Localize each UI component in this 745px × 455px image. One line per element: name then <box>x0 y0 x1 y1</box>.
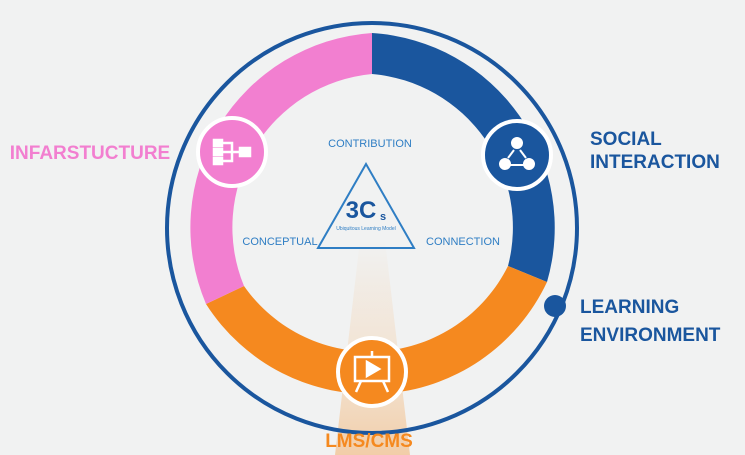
conceptual-label: CONCEPTUAL <box>242 236 317 248</box>
center-model: 3C s Ubiquitous Learning Model CONTRIBUT… <box>242 138 500 249</box>
model-subtitle: Ubiquitous Learning Model <box>336 226 395 232</box>
lms-node[interactable] <box>336 336 408 408</box>
logo-3c-sub: s <box>380 211 386 223</box>
people-network-icon <box>499 137 535 170</box>
contribution-label: CONTRIBUTION <box>328 138 412 150</box>
infrastructure-label: INFARSTUCTURE <box>10 143 170 164</box>
center-triangle <box>316 161 416 249</box>
learning-label-line2: ENVIRONMENT <box>580 325 721 346</box>
lms-label: LMS/CMS <box>325 431 413 452</box>
connection-label: CONNECTION <box>426 236 500 248</box>
infrastructure-node[interactable] <box>196 116 268 188</box>
social-label-line2: INTERACTION <box>590 152 720 173</box>
presentation-board-icon <box>353 351 391 393</box>
segment-lms <box>206 266 547 395</box>
network-hierarchy-icon <box>212 138 252 166</box>
learning-label-line1: LEARNING <box>580 297 679 318</box>
outer-ring <box>165 21 579 435</box>
social-node[interactable] <box>481 119 553 191</box>
social-label-line1: SOCIAL <box>590 129 662 150</box>
dot-marker-icon <box>544 295 566 317</box>
logo-3c: 3C <box>346 197 377 224</box>
